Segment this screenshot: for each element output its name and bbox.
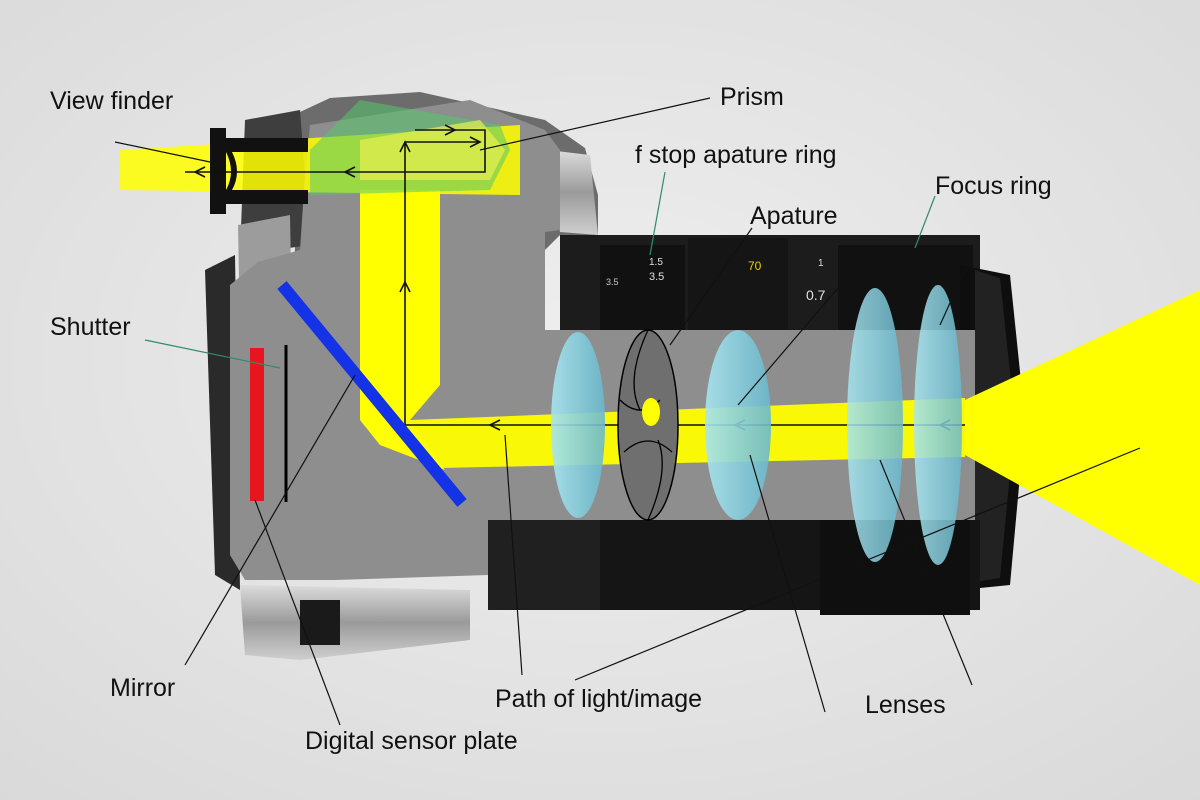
- digital-sensor-plate: [250, 348, 264, 501]
- leader-apature: [669, 227, 753, 346]
- label-mirror: Mirror: [110, 674, 176, 702]
- lens-markings: 1.5 3.5 3.5 70 0.7 1: [606, 257, 826, 303]
- leader-view-finder: [114, 141, 211, 163]
- mirror: [277, 281, 467, 507]
- aperture: [617, 329, 679, 521]
- leader-path-1: [504, 434, 523, 676]
- leader-f-stop: [649, 171, 666, 256]
- leader-mirror: [184, 374, 356, 666]
- label-path-of-light: Path of light/image: [495, 685, 703, 713]
- label-view-finder: View finder: [50, 87, 174, 115]
- leader-focus-ring: [914, 195, 936, 249]
- leader-sensor: [254, 499, 341, 726]
- lens-element: [551, 332, 605, 518]
- leader-path-2: [574, 447, 1141, 681]
- leader-lenses-2: [879, 459, 973, 686]
- lens-marking: 70: [748, 259, 762, 273]
- label-apature: Apature: [750, 202, 838, 230]
- label-lenses: Lenses: [865, 691, 946, 719]
- lens-marking: 3.5: [606, 277, 619, 287]
- label-digital-sensor-plate: Digital sensor plate: [305, 727, 518, 755]
- leader-lens-top-1: [737, 287, 839, 406]
- leader-shutter: [144, 339, 281, 369]
- label-focus-ring: Focus ring: [935, 172, 1052, 200]
- label-shutter: Shutter: [50, 313, 131, 341]
- lens-marking: 1.5: [649, 257, 663, 268]
- leader-lines: [114, 97, 1141, 726]
- eyepiece: [210, 128, 308, 214]
- leader-prism: [479, 97, 711, 151]
- label-f-stop-ring: f stop apature ring: [635, 141, 837, 169]
- lens-marking: 0.7: [806, 287, 826, 303]
- lens-marking: 1: [818, 258, 824, 269]
- label-prism: Prism: [720, 83, 784, 111]
- lens-element: [914, 285, 962, 565]
- lens-marking: 3.5: [649, 271, 664, 283]
- leader-lenses-1: [749, 454, 826, 713]
- leader-lens-top-2: [939, 269, 966, 326]
- lens-element: [847, 288, 903, 562]
